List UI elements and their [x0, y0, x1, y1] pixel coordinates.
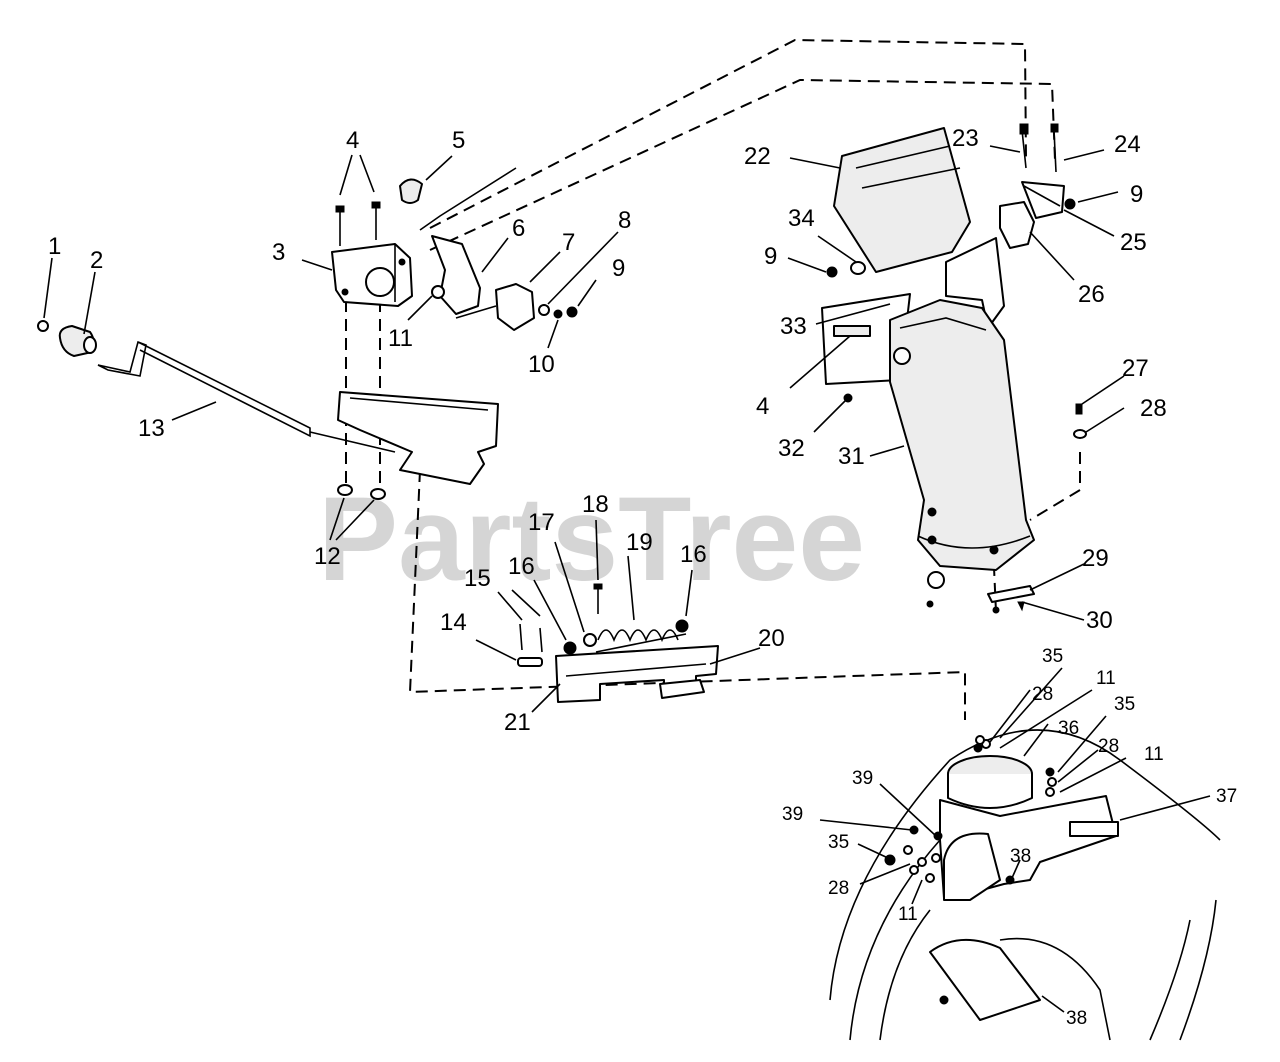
callout-20: 20	[758, 625, 785, 652]
callout-11-top: 11	[1096, 668, 1116, 689]
callout-29: 29	[1082, 545, 1109, 572]
callout-27: 27	[1122, 355, 1149, 382]
part-14-pin	[517, 657, 543, 667]
callout-38-upper: 38	[1010, 846, 1031, 867]
callout-16-right: 16	[680, 541, 707, 568]
cable-lower	[429, 78, 1056, 251]
callout-39-left: 39	[782, 804, 803, 825]
callout-24: 24	[1114, 131, 1141, 158]
callout-11-right: 11	[1144, 744, 1164, 765]
callout-9-left: 9	[764, 243, 777, 270]
callout-33: 33	[780, 313, 807, 340]
part-31-discharge-chute	[889, 299, 1035, 571]
callout-4: 4	[346, 127, 359, 154]
callout-21: 21	[504, 709, 531, 736]
housing-hardware	[884, 735, 1057, 1005]
callout-28-right: 28	[1098, 736, 1119, 757]
part-3-support-bracket	[331, 243, 413, 307]
part-36-chute-ring	[947, 755, 1033, 809]
part-11-washer	[431, 285, 445, 299]
callout-1: 1	[48, 233, 61, 260]
callout-38-lower: 38	[1066, 1008, 1087, 1029]
part-10-nut	[553, 309, 563, 319]
part-34-washer	[850, 261, 866, 275]
callout-25: 25	[1120, 229, 1147, 256]
callout-3: 3	[272, 239, 285, 266]
part-9-nut-left	[826, 266, 838, 278]
impeller-housing	[929, 832, 1111, 1041]
callout-28-upper: 28	[1140, 395, 1167, 422]
callout-35-top: 35	[1042, 646, 1063, 667]
callout-6: 6	[512, 215, 525, 242]
part-27-screw	[1075, 403, 1083, 415]
part-2-knob	[58, 325, 97, 357]
watermark: PartsTree	[318, 472, 865, 606]
callout-18: 18	[582, 491, 609, 518]
callout-35-right: 35	[1114, 694, 1135, 715]
callout-26: 26	[1078, 281, 1105, 308]
part-5-knob	[399, 178, 423, 204]
leader-lines	[43, 145, 1211, 1013]
chute-base-hardware	[926, 507, 1000, 614]
callout-19: 19	[626, 529, 653, 556]
callout-36: 36	[1058, 718, 1079, 739]
callout-15: 15	[464, 565, 491, 592]
part-1-nut	[37, 320, 49, 332]
part-20-bracket	[659, 679, 705, 699]
part-28-washer	[1073, 429, 1087, 439]
callout-8: 8	[618, 207, 631, 234]
callout-4-chute: 4	[756, 393, 769, 420]
part-22-chute-deflector	[833, 127, 971, 273]
part-13-crank-rod	[97, 340, 396, 453]
part-16-bushings	[563, 619, 689, 655]
part-8-washer	[538, 304, 550, 316]
callout-labels: 1 2 3 4 5 6 7 8 9 10 11 12 13 14 15 16 1…	[48, 125, 1237, 1029]
part-15-screws	[519, 623, 543, 653]
callout-12: 12	[314, 543, 341, 570]
part-7-detent-plate	[455, 283, 535, 331]
part-29-clip	[987, 585, 1035, 603]
part-24-cable-end	[1050, 123, 1059, 173]
callout-28-left: 28	[828, 878, 849, 899]
callout-5: 5	[452, 127, 465, 154]
crank-mounting-plate	[337, 391, 499, 485]
callout-35-left: 35	[828, 832, 849, 853]
callout-31: 31	[838, 443, 865, 470]
part-23-cable-end	[1019, 123, 1029, 169]
part-12-washers	[337, 484, 386, 500]
callout-32: 32	[778, 435, 805, 462]
callout-11: 11	[388, 325, 413, 352]
callout-39-upper: 39	[852, 768, 873, 789]
part-9-nut	[566, 306, 578, 318]
part-19-worm-gear	[595, 629, 687, 653]
callout-34: 34	[788, 205, 815, 232]
part-18-screw	[593, 583, 603, 614]
callout-23: 23	[952, 125, 979, 152]
callout-2: 2	[90, 247, 103, 274]
part-9-nut-right	[1064, 198, 1076, 210]
callout-22: 22	[744, 143, 771, 170]
callout-28-top: 28	[1032, 684, 1053, 705]
part-30-screw	[1017, 601, 1025, 612]
chute-alignment-line	[1029, 452, 1081, 521]
callout-11-bottom: 11	[898, 904, 918, 925]
callout-13: 13	[138, 415, 165, 442]
callout-37: 37	[1216, 786, 1237, 807]
callout-10: 10	[528, 351, 555, 378]
part-26-bracket	[999, 201, 1035, 249]
callout-7: 7	[562, 229, 575, 256]
housing-assembly	[829, 729, 1221, 1041]
part-25-pivot-bracket	[1021, 181, 1065, 219]
callout-17: 17	[528, 509, 555, 536]
callout-14: 14	[440, 609, 467, 636]
part-4-screws	[335, 201, 381, 246]
callout-30: 30	[1086, 607, 1113, 634]
callout-16-left: 16	[508, 553, 535, 580]
callout-9-upper-right: 9	[1130, 181, 1143, 208]
part-17-washer	[583, 633, 597, 647]
callout-9: 9	[612, 255, 625, 282]
